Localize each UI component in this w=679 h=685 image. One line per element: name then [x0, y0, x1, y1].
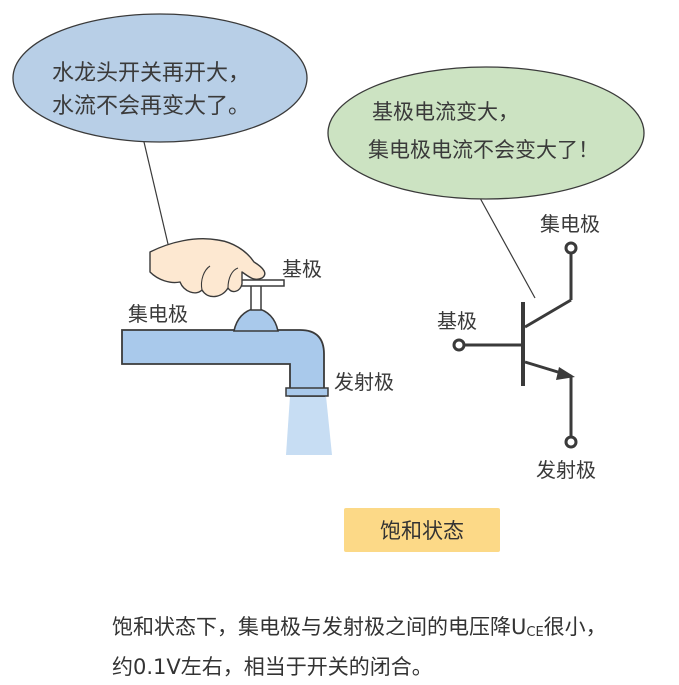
faucet-collector-label: 集电极 — [128, 302, 188, 326]
left-bubble-shape — [12, 13, 308, 143]
collector-terminal — [564, 241, 578, 255]
water-stream — [286, 396, 332, 455]
left-bubble-line-1: 水龙头开关再开大， — [52, 61, 250, 86]
transistor-symbol: 集电极 基极 发射极 — [437, 212, 600, 482]
faucet-illustration: 基极 集电极 发射极 — [121, 238, 394, 455]
transistor-base-label: 基极 — [437, 309, 477, 333]
transistor-emitter-label: 发射极 — [536, 458, 596, 482]
valve-bonnet — [233, 307, 279, 332]
caption-line-1-after: 很小， — [543, 615, 607, 639]
right-bubble-line-2: 集电极电流不会变大了！ — [368, 138, 599, 162]
caption-line-2: 约0.1V左右，相当于开关的闭合。 — [112, 655, 433, 679]
caption-line-1-before: 饱和状态下，集电极与发射极之间的电压降U — [112, 615, 527, 639]
transistor-collector-label: 集电极 — [540, 212, 600, 236]
right-speech-bubble: 基极电流变大， 集电极电流不会变大了！ — [327, 66, 645, 299]
water-pipe — [121, 329, 325, 397]
left-speech-bubble: 水龙头开关再开大， 水流不会再变大了。 — [12, 13, 308, 245]
right-bubble-line-1: 基极电流变大， — [372, 100, 519, 124]
emitter-terminal — [564, 435, 578, 449]
caption-subscript: CE — [526, 625, 544, 640]
valve-stem — [250, 283, 262, 311]
caption: 饱和状态下，集电极与发射极之间的电压降UCE很小， 约0.1V左右，相当于开关的… — [112, 610, 672, 684]
caption-line-1: 饱和状态下，集电极与发射极之间的电压降UCE很小， — [112, 610, 672, 650]
valve-handle — [235, 279, 285, 287]
faucet-base-label: 基极 — [282, 257, 322, 281]
base-terminal — [452, 338, 466, 352]
left-bubble-line-2: 水流不会再变大了。 — [52, 94, 250, 119]
right-bubble-shape — [327, 66, 645, 200]
faucet-emitter-label: 发射极 — [334, 370, 394, 394]
saturation-state-badge: 饱和状态 — [344, 508, 500, 552]
